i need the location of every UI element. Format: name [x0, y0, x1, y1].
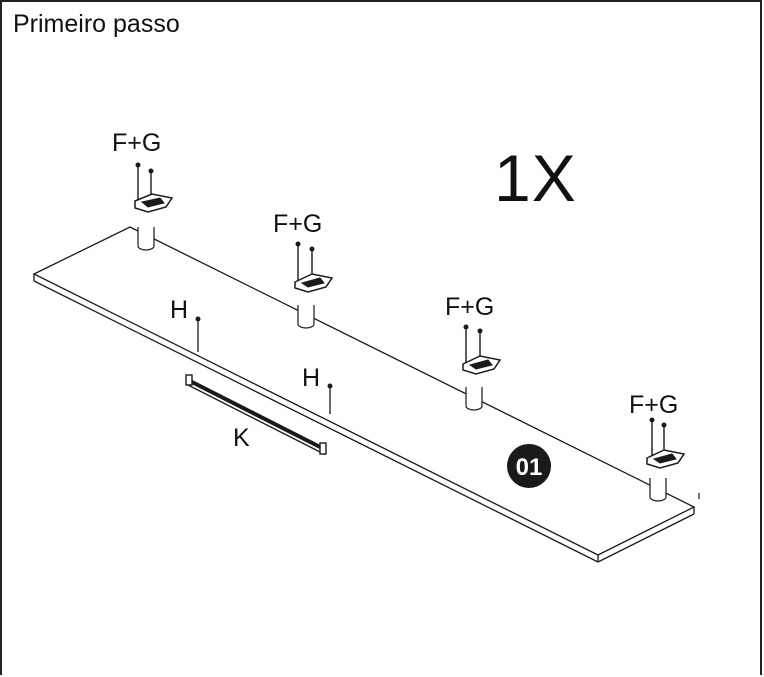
pin-h-2: [327, 383, 333, 414]
hardware-label-1: F+G: [112, 129, 162, 157]
hardware-fg-1: [134, 162, 174, 213]
quantity-label: 1X: [494, 141, 577, 215]
board-panel: [32, 226, 696, 563]
part-number-text: 01: [516, 454, 543, 481]
pin-label-1: H: [170, 296, 189, 324]
hardware-label-2: F+G: [273, 210, 323, 238]
hardware-label-4: F+G: [629, 391, 679, 419]
hardware-fg-4: [646, 417, 686, 469]
pin-label-2: H: [302, 364, 321, 392]
rail-k: [185, 374, 327, 456]
rail-label: K: [233, 424, 250, 452]
part-number-badge: 01: [507, 444, 551, 488]
dowel-holes: [137, 227, 667, 502]
pin-h-1: [195, 316, 201, 352]
hardware-fg-2: [294, 241, 334, 293]
hardware-fg-3: [462, 324, 502, 375]
hardware-label-3: F+G: [445, 293, 495, 321]
step-title: Primeiro passo: [13, 10, 180, 38]
